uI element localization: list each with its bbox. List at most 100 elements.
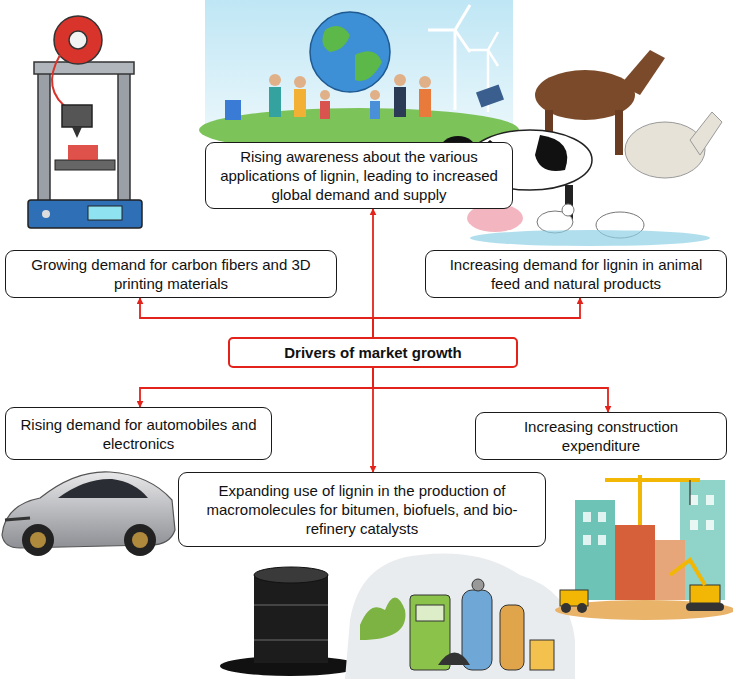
- driver-box: Growing demand for carbon fibers and 3D …: [5, 250, 337, 298]
- flow-arrow: [140, 298, 373, 337]
- car-illustration-part: [124, 524, 156, 556]
- fuel-illustration-part: [254, 639, 328, 641]
- construction-illustration-part-part: [690, 495, 698, 505]
- printer-illustration-part: [88, 206, 122, 220]
- globe-scene-illustration-part-part: [294, 76, 306, 88]
- fuel-illustration: [220, 554, 575, 679]
- construction-illustration-part: [690, 585, 720, 603]
- fuel-illustration-part: [500, 605, 524, 670]
- printer-illustration-part: [72, 127, 82, 138]
- globe-scene-illustration-part-part: [419, 89, 431, 117]
- car-illustration-part: [132, 532, 148, 548]
- globe-scene-illustration-part: [225, 100, 241, 120]
- construction-illustration-part-part: [583, 512, 591, 522]
- construction-illustration-part: [561, 603, 571, 613]
- globe-scene-illustration-part: [269, 74, 431, 119]
- printer-illustration-part: [118, 70, 130, 210]
- printer-illustration-part: [55, 160, 115, 170]
- printer-illustration-part: [38, 70, 50, 210]
- globe-scene-illustration-part-part: [269, 87, 281, 117]
- livestock-illustration-part: [620, 50, 665, 95]
- globe-scene-illustration-part: [322, 26, 350, 52]
- driver-box: Rising demand for automobiles and electr…: [5, 407, 272, 460]
- flow-arrow: [140, 368, 373, 407]
- livestock-illustration-part: [470, 230, 710, 246]
- construction-illustration-part: [655, 540, 685, 600]
- box-text: Rising demand for automobiles and electr…: [16, 415, 261, 453]
- globe-scene-illustration-part: [468, 32, 498, 66]
- driver-box: Rising awareness about the various appli…: [205, 142, 513, 209]
- construction-illustration-part: [583, 495, 714, 545]
- livestock-illustration-part: [535, 135, 567, 171]
- construction-illustration: [555, 475, 733, 620]
- globe-scene-illustration-part-part: [370, 90, 380, 100]
- flow-arrow: [373, 298, 580, 337]
- box-text: Drivers of market growth: [284, 343, 462, 362]
- printer-illustration: [28, 16, 142, 228]
- construction-illustration-part-part: [690, 520, 698, 530]
- car-illustration-part: [22, 524, 54, 556]
- globe-scene-illustration-part-part: [419, 76, 431, 88]
- box-text: Increasing demand for lignin in animal f…: [436, 255, 716, 293]
- globe-scene-illustration: [199, 0, 519, 152]
- globe-scene-illustration-part: [428, 5, 470, 52]
- construction-illustration-part-part: [598, 512, 606, 522]
- fuel-illustration-part: [345, 554, 575, 679]
- globe-scene-illustration-part-part: [320, 90, 330, 100]
- construction-illustration-part: [689, 480, 690, 505]
- construction-illustration-part: [638, 475, 642, 525]
- hub-box: Drivers of market growth: [228, 337, 518, 368]
- globe-scene-illustration-part-part: [370, 101, 380, 119]
- fuel-illustration-part: [416, 605, 444, 621]
- box-text: Growing demand for carbon fibers and 3D …: [16, 255, 326, 293]
- car-illustration: [2, 472, 175, 556]
- flow-arrow: [373, 368, 608, 412]
- flow-arrow: [372, 209, 374, 337]
- globe-scene-illustration-part-part: [269, 74, 281, 86]
- fuel-illustration-part: [360, 598, 405, 641]
- driver-box: Increasing demand for lignin in animal f…: [425, 250, 727, 298]
- printer-illustration-part: [62, 105, 92, 127]
- construction-illustration-part: [575, 500, 615, 600]
- driver-box: Expanding use of lignin in the productio…: [178, 472, 546, 547]
- globe-scene-illustration-part-part: [394, 74, 406, 86]
- printer-illustration-part: [69, 31, 87, 49]
- globe-scene-illustration-part: [476, 84, 504, 107]
- fuel-illustration-part: [462, 590, 492, 670]
- livestock-illustration-part: [562, 204, 574, 216]
- fuel-illustration-part: [254, 604, 328, 606]
- globe-scene-illustration-part-part: [294, 89, 306, 117]
- construction-illustration-part: [605, 478, 700, 482]
- globe-scene-illustration-part: [454, 30, 457, 110]
- driver-box: Increasing construction expenditure: [475, 412, 727, 460]
- printer-illustration-part: [54, 16, 102, 64]
- fuel-illustration-part: [254, 567, 328, 583]
- construction-illustration-part: [615, 525, 655, 600]
- livestock-illustration-part: [690, 112, 722, 155]
- construction-illustration-part-part: [583, 535, 591, 545]
- livestock-illustration-part: [615, 110, 623, 155]
- car-illustration-part: [30, 532, 46, 548]
- printer-illustration-part: [42, 210, 50, 218]
- fuel-illustration-part: [530, 640, 554, 670]
- construction-illustration-part-part: [706, 520, 714, 530]
- box-text: Expanding use of lignin in the productio…: [189, 481, 535, 538]
- construction-illustration-part-part: [598, 535, 606, 545]
- printer-illustration-part: [68, 145, 98, 160]
- construction-illustration-part-part: [706, 495, 714, 505]
- construction-illustration-part: [686, 603, 724, 611]
- construction-illustration-part: [670, 560, 705, 585]
- car-illustration-part: [58, 479, 148, 498]
- fuel-illustration-part: [438, 653, 470, 666]
- globe-scene-illustration-part-part: [394, 87, 406, 117]
- globe-scene-illustration-part: [310, 12, 390, 92]
- construction-illustration-part: [577, 603, 587, 613]
- printer-illustration-part: [28, 200, 142, 228]
- globe-scene-illustration-part-part: [320, 101, 330, 119]
- globe-scene-illustration-part: [355, 51, 382, 81]
- car-illustration-part: [5, 518, 30, 520]
- livestock-illustration-part: [625, 122, 705, 178]
- flow-arrow: [372, 368, 374, 472]
- fuel-illustration-part: [254, 575, 328, 663]
- fuel-illustration-part: [472, 579, 484, 591]
